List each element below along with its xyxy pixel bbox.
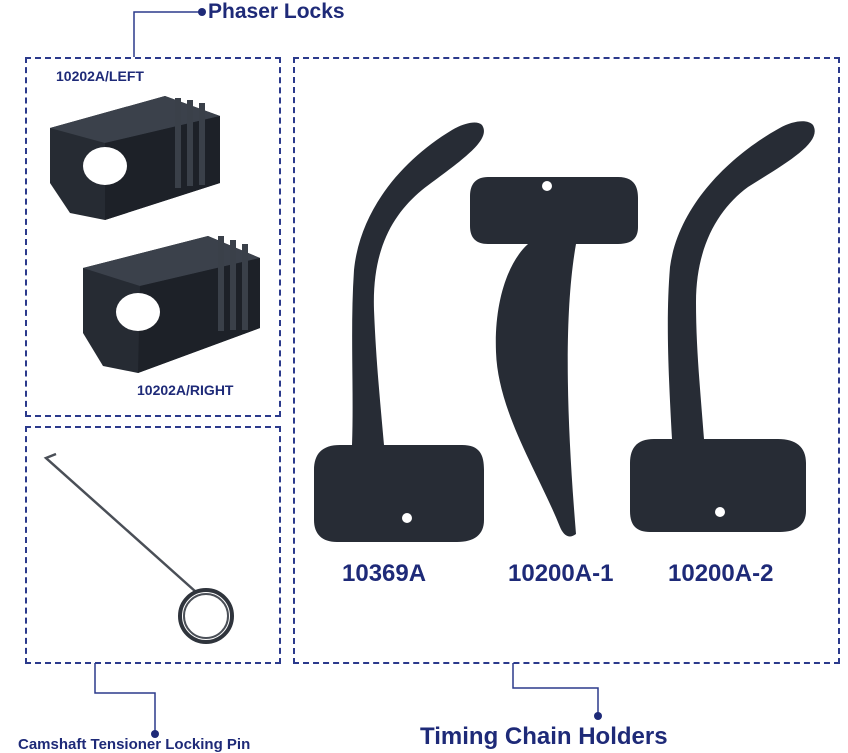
timing-chain-holders-panel <box>293 57 840 664</box>
phaser-lock-right-image <box>83 236 260 373</box>
phaser-locks-panel <box>25 57 281 417</box>
holder-10200a-1-image <box>470 177 638 537</box>
timing-chain-holders-title: Timing Chain Holders <box>420 723 668 750</box>
holder-10200a-1-label: 10200A-1 <box>508 560 614 587</box>
camshaft-pin-image <box>43 452 234 644</box>
phaser-left-label: 10202A/LEFT <box>56 68 144 84</box>
holder-10369a-label: 10369A <box>342 560 427 587</box>
holder-10369a-image <box>314 122 484 543</box>
phaser-right-label: 10202A/RIGHT <box>137 382 234 398</box>
camshaft-pin-title: Camshaft Tensioner Locking Pin <box>18 736 251 753</box>
camshaft-pin-panel <box>25 426 281 664</box>
holder-10200a-2-label: 10200A-2 <box>668 560 774 587</box>
phaser-locks-title: Phaser Locks <box>208 0 345 23</box>
holder-10200a-2-image <box>630 121 815 532</box>
phaser-lock-left-image <box>50 96 220 220</box>
